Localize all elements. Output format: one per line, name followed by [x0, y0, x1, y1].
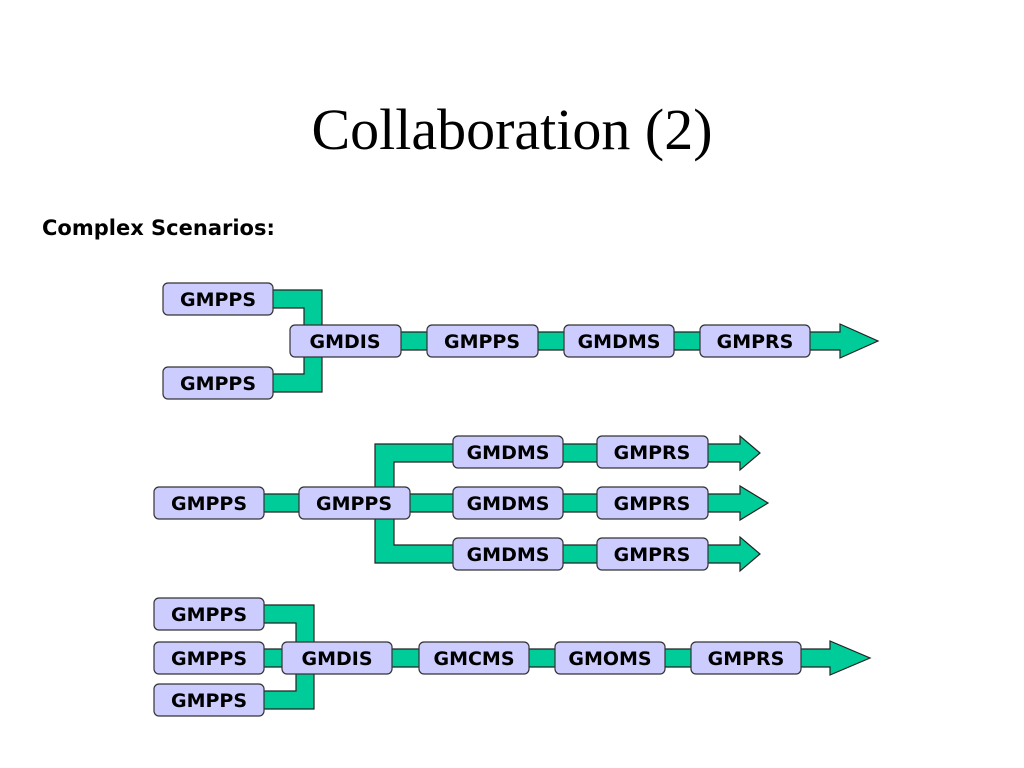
- output-arrow: [706, 535, 761, 573]
- node-gmpps-input-1: GMPPS: [162, 282, 274, 316]
- flow-connector: [672, 331, 702, 351]
- node-gmpps: GMPPS: [426, 324, 539, 358]
- svg-text:GMPPS: GMPPS: [180, 373, 256, 395]
- svg-text:GMPPS: GMPPS: [171, 493, 247, 515]
- svg-text:GMPPS: GMPPS: [180, 289, 256, 311]
- svg-text:GMPRS: GMPRS: [708, 648, 785, 670]
- svg-text:GMDMS: GMDMS: [578, 331, 661, 353]
- node-gmdms: GMDMS: [563, 324, 675, 358]
- flow-connector: [561, 443, 599, 463]
- svg-text:GMPRS: GMPRS: [614, 544, 691, 566]
- node-gmpps-input-2: GMPPS: [153, 641, 265, 675]
- node-gmoms: GMOMS: [554, 641, 666, 675]
- svg-text:GMDIS: GMDIS: [309, 331, 380, 353]
- svg-text:GMPPS: GMPPS: [444, 331, 520, 353]
- flow-connector: [536, 331, 566, 351]
- node-gmdis-merge: GMDIS: [281, 641, 393, 675]
- scenario-2: GMPPS GMPPS GMDMS GMPRS GMDMS GMPRS GMDM…: [153, 434, 770, 573]
- svg-text:GMPPS: GMPPS: [171, 648, 247, 670]
- node-gmprs: GMPRS: [690, 641, 802, 675]
- flow-connector: [399, 331, 429, 351]
- node-gmdms-branch-2: GMDMS: [452, 486, 564, 520]
- node-gmdms-branch-1: GMDMS: [452, 435, 564, 469]
- scenario-3: GMPPS GMPPS GMPPS GMDIS GMCMS GMOMS GMPR…: [153, 597, 872, 717]
- node-gmprs-branch-1: GMPRS: [596, 435, 709, 469]
- node-gmpps-start: GMPPS: [153, 486, 265, 520]
- svg-text:GMPPS: GMPPS: [171, 604, 247, 626]
- svg-text:GMPRS: GMPRS: [614, 493, 691, 515]
- flow-connector: [390, 648, 421, 668]
- node-gmprs: GMPRS: [699, 324, 811, 358]
- svg-text:GMPRS: GMPRS: [717, 331, 794, 353]
- svg-text:GMPRS: GMPRS: [614, 442, 691, 464]
- svg-text:GMDIS: GMDIS: [301, 648, 372, 670]
- output-arrow: [799, 640, 872, 676]
- slide-title: Collaboration (2): [311, 97, 713, 162]
- svg-text:GMDMS: GMDMS: [467, 442, 550, 464]
- svg-text:GMCMS: GMCMS: [433, 648, 514, 670]
- node-gmprs-branch-2: GMPRS: [596, 486, 709, 520]
- node-gmcms: GMCMS: [418, 641, 530, 675]
- svg-text:GMPPS: GMPPS: [171, 690, 247, 712]
- flow-connector: [663, 648, 693, 668]
- svg-text:GMDMS: GMDMS: [467, 544, 550, 566]
- node-gmdis-merge: GMDIS: [289, 324, 402, 358]
- slide-subtitle: Complex Scenarios:: [42, 216, 275, 240]
- output-arrow: [807, 323, 880, 359]
- flow-connector: [561, 493, 599, 513]
- flow-connector: [527, 648, 557, 668]
- flow-connector: [561, 544, 599, 564]
- flow-connector: [262, 493, 301, 513]
- svg-text:GMOMS: GMOMS: [568, 648, 651, 670]
- node-gmpps-input-3: GMPPS: [153, 683, 265, 717]
- node-gmpps-input-1: GMPPS: [153, 597, 265, 631]
- output-arrow: [706, 434, 761, 472]
- svg-text:GMDMS: GMDMS: [467, 493, 550, 515]
- node-gmpps-input-2: GMPPS: [162, 366, 274, 400]
- merge-connector-middle: [262, 648, 285, 668]
- svg-text:GMPPS: GMPPS: [316, 493, 392, 515]
- output-arrow: [706, 484, 770, 522]
- node-gmpps-split: GMPPS: [298, 486, 411, 520]
- node-gmdms-branch-3: GMDMS: [452, 537, 564, 571]
- node-gmprs-branch-3: GMPRS: [596, 537, 709, 571]
- scenario-1: GMPPS GMPPS GMDIS GMPPS GMDMS GMPRS: [162, 282, 880, 400]
